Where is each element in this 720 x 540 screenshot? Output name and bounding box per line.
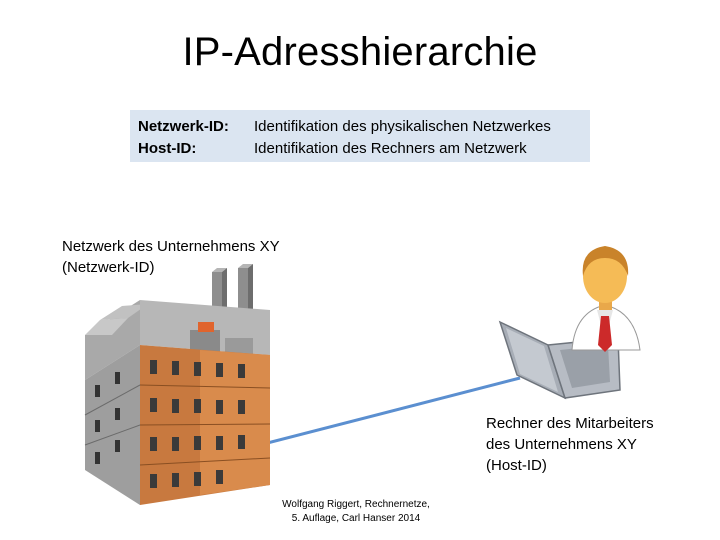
network-label-line: Netzwerk des Unternehmens XY [62,238,280,255]
network-label: Netzwerk des Unternehmens XY (Netzwerk-I… [62,236,280,278]
connection-line [247,376,521,450]
host-label-id-line: (Host-ID) [486,457,547,474]
definition-value: Identifikation des physikalischen Netzwe… [254,118,551,135]
network-label-id-line: (Netzwerk-ID) [62,259,155,276]
definition-key: Host-ID: [138,140,197,157]
host-label: Rechner des Mitarbeiters des Unternehmen… [486,413,654,476]
page-title: IP-Adresshierarchie [182,30,538,74]
definition-row-network: Netzwerk-ID: Identifikation des physikal… [138,116,590,138]
factory-icon [84,264,271,505]
definition-row-host: Host-ID: Identifikation des Rechners am … [138,138,590,160]
laptop-icon [498,320,621,400]
person-icon [571,246,641,352]
citation-line: 5. Auflage, Carl Hanser 2014 [291,513,421,524]
definition-box: Netzwerk-ID: Identifikation des physikal… [130,110,590,162]
citation-line: Wolfgang Riggert, Rechnernetze, [282,499,430,510]
host-label-line: Rechner des Mitarbeiters [486,415,654,432]
definition-key: Netzwerk-ID: [138,118,229,135]
citation: Wolfgang Riggert, Rechnernetze, 5. Aufla… [276,498,436,526]
host-label-line: des Unternehmens XY [486,436,637,453]
definition-value: Identifikation des Rechners am Netzwerk [254,140,527,157]
